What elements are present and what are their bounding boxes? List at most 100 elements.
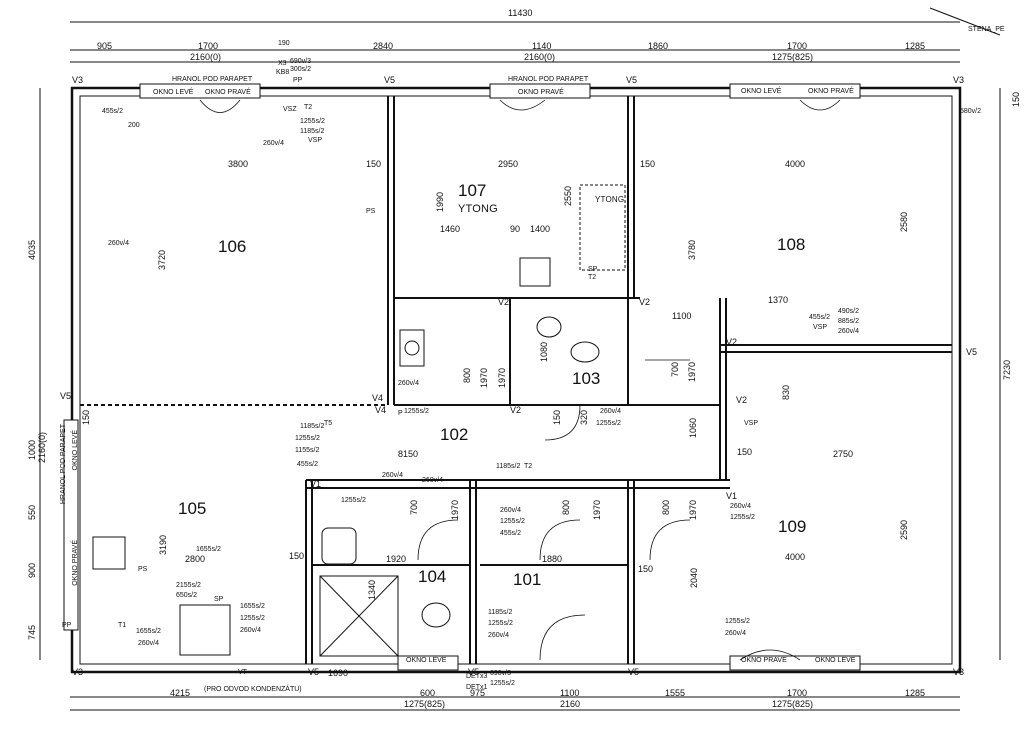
misc-6: 150 [289, 551, 305, 561]
dim-int-17: 2550 [563, 186, 573, 207]
okno-prave-left: OKNO PRAVÉ [72, 540, 79, 586]
dim-bot-b1: 2160 [560, 699, 581, 709]
okno-prave-2: OKNO PRAVÉ [518, 89, 564, 96]
col-v5-b2: V5 [468, 667, 480, 677]
dim-int-6: 90 [510, 224, 521, 234]
dim-int-25: 700 [409, 500, 419, 516]
svc-36: 1255s/2 [490, 680, 515, 687]
room-104: 104 [418, 567, 447, 586]
basin-104 [321, 527, 357, 565]
col-v5-l: V5 [60, 391, 72, 401]
basin-103 [536, 316, 562, 338]
misc-7: 150 [81, 410, 91, 426]
shaft-107 [579, 184, 626, 271]
tag-t5: T5 [324, 420, 333, 427]
col-v5-b3: V5 [628, 667, 640, 677]
dim-int-28: 1970 [592, 500, 602, 521]
door-swings [199, 99, 841, 661]
dim-left-5: 745 [27, 625, 37, 641]
okno-leve-1: OKNO LEVÉ [153, 89, 194, 96]
tag-vsz: VSZ [283, 106, 297, 113]
misc-1: 200 [128, 122, 140, 129]
dim-bot-3: 1100 [560, 688, 580, 698]
dim-left-3: 550 [27, 505, 37, 521]
col-v5-b1: V5 [308, 667, 320, 677]
room-108: 108 [777, 235, 806, 254]
svc-34: 300s/2 [290, 66, 312, 73]
col-v1-a: V1 [310, 479, 322, 489]
tag-sp-2: SP [588, 266, 598, 273]
dim-int-18: 2580 [899, 212, 909, 233]
svc-13: 1655s/2 [240, 603, 265, 610]
toilet-104 [421, 602, 451, 628]
tag-ps: PS [366, 208, 376, 215]
dim-int-23: 1340 [367, 580, 377, 601]
dim-top-5: 1700 [787, 41, 808, 51]
dim-int-8: 1100 [672, 311, 692, 321]
svc-35: 690v/3 [490, 670, 512, 677]
dim-int-9: 1370 [768, 295, 789, 305]
room-107-material: YTONG [458, 203, 498, 215]
svc-24: 1255s/2 [725, 618, 750, 625]
col-v2-a: V2 [498, 297, 510, 307]
dim-int-19: 2590 [899, 520, 909, 541]
dim-int-35: 1970 [687, 362, 697, 383]
tag-t2-2: T2 [588, 274, 597, 281]
dim-int-21: 3190 [158, 535, 168, 556]
col-v5-r: V5 [966, 347, 978, 357]
svc-18: 260v/4 [500, 507, 522, 514]
col-v1-b: V1 [726, 491, 738, 501]
dim-left-4: 900 [27, 563, 37, 579]
okno-leve-2: OKNO LEVÉ [741, 88, 782, 95]
col-v4-a: V4 [372, 393, 384, 403]
dim-top-0: 905 [97, 41, 113, 51]
svc-1: 260v/4 [108, 240, 130, 247]
svc-0: 455s/2 [102, 108, 124, 115]
col-v3-br: V3 [953, 667, 965, 677]
okno-prave-4: OKNO PRAVÉ [741, 657, 787, 664]
dim-right-0: 7230 [1002, 360, 1012, 381]
okno-prave-3: OKNO PRAVÉ [808, 88, 854, 95]
col-v2-d: V2 [736, 395, 748, 405]
dim-top-4: 1860 [648, 41, 669, 51]
dim-bot-1: 600 [420, 688, 436, 698]
boiler-107 [399, 329, 425, 367]
dim-bot-6: 1285 [905, 688, 926, 698]
svc-10: 1655s/2 [196, 546, 221, 553]
dim-bot-b0: 1275(825) [404, 699, 446, 709]
okno-leve-4: OKNO LEVÉ [815, 657, 856, 664]
svc-27: 1255s/2 [730, 514, 755, 521]
dim-top-b2: 1275(825) [772, 52, 814, 62]
tag-pp: PP [293, 77, 303, 84]
col-v5-t1: V5 [384, 75, 396, 85]
dim-int-33: 1970 [688, 500, 698, 521]
svc-25: 260v/4 [725, 630, 747, 637]
dim-top-3: 1140 [532, 41, 552, 51]
col-v3-bl: V3 [72, 667, 84, 677]
dim-int-3: 3720 [157, 250, 167, 271]
dim-bot-5: 1700 [787, 688, 808, 698]
dim-top-1: 1700 [198, 41, 219, 51]
dim-int-20: 2040 [689, 568, 699, 589]
svc-37: 1255s/2 [404, 408, 429, 415]
room-101: 101 [513, 570, 542, 589]
svc-22: 1255s/2 [488, 620, 513, 627]
dim-int-32: 800 [661, 500, 671, 516]
dim-int-11: 8150 [398, 449, 419, 459]
svc-41: 1185s/2 [496, 463, 521, 470]
svc-30: 260v/4 [838, 328, 860, 335]
dim-int-7: 3780 [687, 240, 697, 261]
dim-int-38: 150 [552, 410, 562, 426]
dim-int-26: 1970 [450, 500, 460, 521]
svc-14: 1255s/2 [240, 615, 265, 622]
okno-leve-left: OKNO LEVÉ [72, 430, 79, 471]
tag-detx1: DETx1 [466, 684, 488, 691]
svc-40: 1255s/2 [596, 420, 621, 427]
misc-3: 150 [640, 159, 656, 169]
tag-vsp-3: VSP [813, 324, 828, 331]
leader-stena [929, 7, 1001, 36]
dim-int-13: 1920 [386, 554, 407, 564]
dim-top-b1: 2160(0) [524, 52, 556, 62]
col-v4-b: V4 [375, 405, 387, 415]
svc-43: 1255s/2 [341, 497, 366, 504]
